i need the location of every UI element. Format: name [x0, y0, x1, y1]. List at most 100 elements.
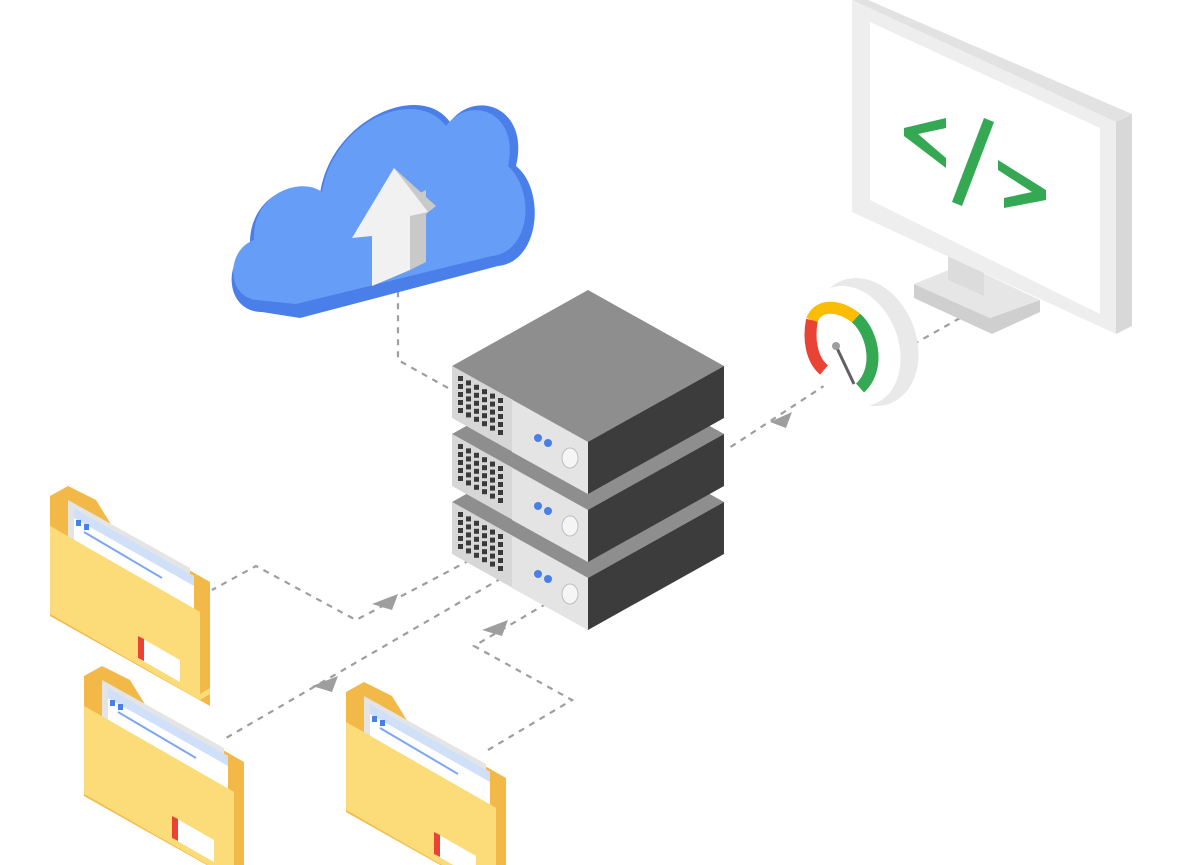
code-slash [952, 118, 994, 206]
server-unit [452, 290, 724, 494]
folder-label-stripe [434, 832, 440, 857]
vent-hole [466, 404, 471, 410]
vent-hole [458, 544, 463, 549]
folder-label [138, 636, 180, 682]
vent-hole [458, 400, 463, 405]
vent-hole [498, 422, 503, 427]
vent-hole [458, 512, 463, 517]
vent-hole [490, 537, 495, 543]
server-unit-side [588, 502, 724, 630]
vent-hole [498, 542, 503, 547]
arrowhead-to-folder-1 [372, 594, 398, 610]
arrowhead-to-folder-2 [312, 676, 338, 692]
vent-hole [466, 472, 471, 478]
vent-hole [466, 540, 471, 546]
server-rack-icon [452, 290, 724, 630]
vent-hole [482, 421, 487, 427]
speed-gauge-icon [803, 278, 919, 407]
vent-hole [474, 400, 479, 406]
vent-hole [458, 536, 463, 541]
folder-document-line [83, 531, 163, 579]
vent-hole [490, 461, 495, 467]
vent-hole [466, 380, 471, 386]
gauge-disc [803, 285, 901, 407]
folder-front-edge [234, 786, 244, 865]
monitor-screen [870, 22, 1100, 314]
vent-hole [458, 468, 463, 473]
vent-hole [482, 541, 487, 547]
vent-hole [474, 384, 479, 390]
folder-front-body [346, 722, 506, 865]
connector-server-to-folder-1 [211, 559, 471, 622]
vent-hole [490, 493, 495, 499]
vent-hole [498, 490, 503, 495]
folder-document-dot [76, 520, 81, 526]
vent-hole [482, 481, 487, 487]
vent-hole [482, 413, 487, 419]
vent-hole [458, 460, 463, 465]
gauge-hub [832, 342, 840, 350]
vent-hole [490, 393, 495, 399]
vent-hole [498, 482, 503, 487]
vent-hole [482, 525, 487, 531]
vent-hole [490, 417, 495, 423]
vent-hole [482, 489, 487, 495]
vent-hole [490, 485, 495, 491]
connector-folder-3-to-server [471, 597, 575, 751]
arrowhead-folder-3-to-server [482, 620, 508, 636]
server-vent-grid [458, 444, 503, 503]
server-unit-panel [512, 400, 588, 494]
server-vent-grid [458, 376, 503, 435]
vent-hole [474, 416, 479, 422]
code-bracket-right [998, 160, 1046, 208]
server-unit-side [588, 366, 724, 494]
folder-document-line [117, 711, 197, 759]
folder-icon [84, 666, 244, 865]
upload-arrow-head-side [394, 168, 436, 214]
vent-hole [474, 552, 479, 558]
folder-icon [50, 486, 210, 706]
server-power-button [561, 583, 579, 605]
vent-hole [490, 469, 495, 475]
vent-hole [490, 553, 495, 559]
vent-hole [482, 549, 487, 555]
vent-hole [466, 480, 471, 486]
server-led [544, 439, 552, 447]
vent-hole [498, 430, 503, 435]
vent-hole [466, 412, 471, 418]
vent-hole [458, 408, 463, 413]
vent-hole [482, 473, 487, 479]
vent-hole [458, 476, 463, 481]
vent-hole [466, 396, 471, 402]
vent-hole [482, 397, 487, 403]
monitor-frame-top [852, 0, 1132, 122]
vent-hole [474, 536, 479, 542]
folder-label [172, 816, 214, 862]
folder-document-header [74, 508, 194, 586]
server-led [544, 575, 552, 583]
vent-hole [490, 425, 495, 431]
gauge-yellow-arc [806, 301, 860, 323]
folder-document-dot [118, 704, 123, 710]
vent-hole [466, 464, 471, 470]
upload-arrow [352, 168, 428, 286]
server-unit-panel [512, 468, 588, 562]
vent-hole [498, 550, 503, 555]
folder-front-body [84, 706, 244, 865]
monitor-icon [852, 0, 1132, 334]
vent-hole [458, 376, 463, 381]
vent-hole [458, 444, 463, 449]
server-power-button [561, 447, 579, 469]
gauge-needle [834, 345, 856, 385]
vent-hole [466, 448, 471, 454]
vent-hole [474, 392, 479, 398]
vent-hole [474, 520, 479, 526]
code-brackets-icon [904, 118, 1046, 208]
folder-icon [346, 682, 506, 865]
vent-hole [466, 532, 471, 538]
connectors [211, 268, 961, 751]
vent-hole [498, 398, 503, 403]
server-led [534, 570, 542, 578]
vent-hole [474, 468, 479, 474]
